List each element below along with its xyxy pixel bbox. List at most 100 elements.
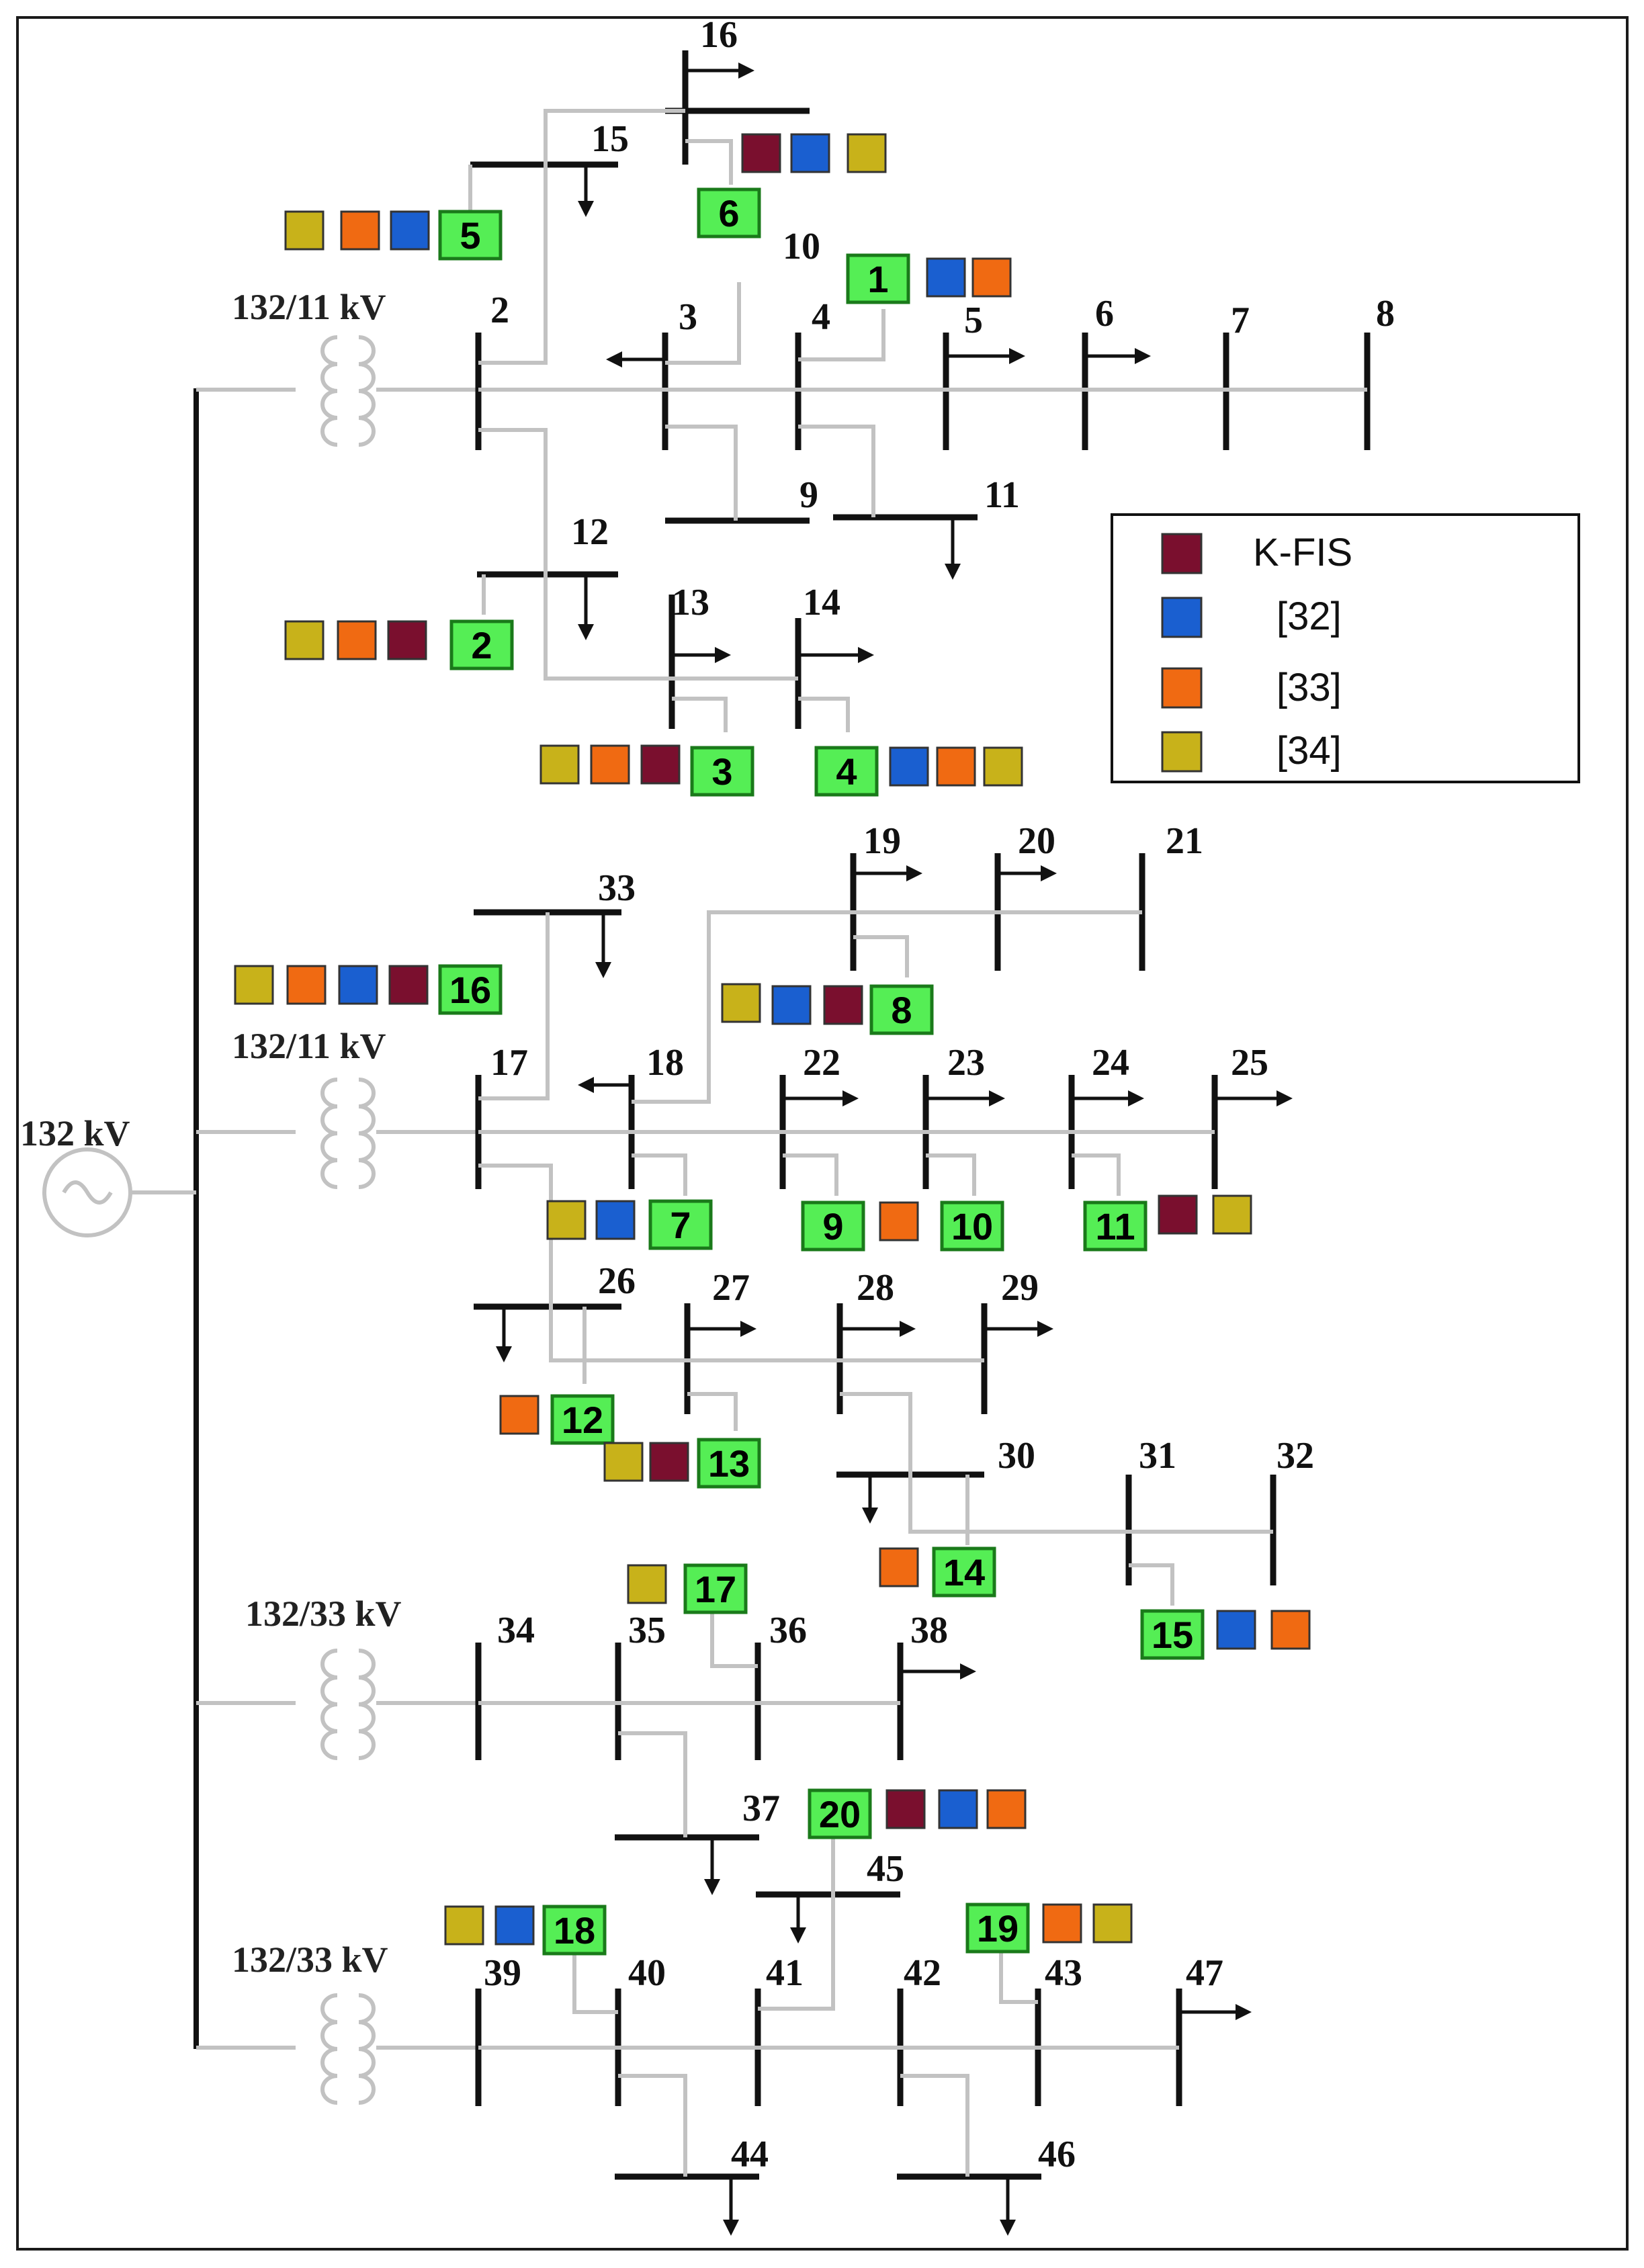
method-swatch-34 (1212, 1194, 1252, 1235)
method-swatch-32 (771, 985, 812, 1025)
bus-label: 8 (1376, 293, 1395, 335)
unit-number: 3 (711, 750, 732, 793)
generation-unit-20: 20 (808, 1788, 1027, 1839)
bus-label: 42 (904, 1952, 941, 1994)
bus-label: 17 (490, 1042, 528, 1084)
method-swatch-33 (590, 744, 630, 785)
generation-unit-4: 4 (814, 746, 1023, 797)
load-arrow-icon (1128, 1090, 1144, 1106)
bus-label: 9 (799, 474, 818, 516)
network-line (687, 1392, 738, 1431)
method-swatch-34 (234, 965, 274, 1005)
bus-label: 32 (1277, 1435, 1314, 1477)
load-arrow-icon (740, 1321, 756, 1337)
bus-label: 2 (490, 290, 509, 331)
unit-number: 1 (867, 258, 888, 300)
generation-unit-14: 14 (879, 1546, 996, 1598)
network-line (999, 1948, 1038, 2004)
unit-number: 6 (718, 192, 739, 234)
load-arrow-icon (1037, 1321, 1053, 1337)
unit-number: 10 (951, 1205, 993, 1248)
bus-label: 46 (1038, 2134, 1076, 2175)
bus-label: 30 (998, 1435, 1035, 1477)
bus-label: 3 (679, 296, 697, 338)
network-line (618, 1731, 687, 1837)
method-swatch-34 (284, 210, 325, 251)
transformer-label: 132/33 kV (245, 1594, 402, 1634)
method-swatch-33 (337, 620, 377, 660)
unit-box (449, 619, 514, 670)
generation-unit-1: 1 (846, 253, 1012, 304)
transformer-icon (320, 1649, 376, 1760)
bus-label: 29 (1001, 1267, 1039, 1309)
method-swatch-34 (444, 1905, 484, 1946)
unit-box (801, 1201, 865, 1252)
unit-number: 9 (822, 1205, 843, 1248)
legend: K-FIS [32] [33] [34] (1111, 513, 1580, 783)
network-line (572, 1948, 618, 2014)
generation-unit-17: 17 (627, 1563, 748, 1614)
transformer-coil (358, 1649, 376, 1760)
generation-unit-2: 2 (284, 619, 514, 670)
unit-box (1083, 1201, 1148, 1252)
method-swatch-34 (1092, 1903, 1133, 1944)
method-swatch-33 (1042, 1903, 1082, 1944)
unit-box (438, 964, 503, 1015)
method-swatch-34 (847, 133, 887, 173)
unit-box (550, 1394, 615, 1445)
method-swatch-34 (627, 1564, 667, 1604)
legend-label: [32] (1277, 595, 1342, 638)
generation-unit-6: 6 (697, 133, 887, 238)
network-line (798, 309, 885, 361)
unit-number: 17 (695, 1568, 736, 1610)
unit-box (690, 746, 754, 797)
network-line (478, 428, 798, 681)
transformer-coil (358, 335, 376, 447)
method-swatch-k-fis (388, 965, 429, 1005)
unit-box (683, 1563, 748, 1614)
bus-label: 19 (863, 820, 901, 862)
load-arrow-icon (945, 564, 961, 580)
load-arrow-icon (960, 1663, 976, 1680)
method-swatch-34 (721, 983, 761, 1023)
unit-number: 19 (977, 1907, 1019, 1950)
bus-label: 45 (867, 1848, 904, 1890)
network-line (1129, 1563, 1174, 1606)
legend-swatch-34 (1161, 731, 1203, 773)
method-swatch-33 (971, 257, 1012, 298)
load-arrow-icon (906, 865, 922, 881)
bus-label: 21 (1166, 820, 1203, 862)
generation-unit-5: 5 (284, 210, 503, 261)
unit-number: 8 (891, 989, 912, 1031)
unit-number: 18 (554, 1909, 595, 1952)
bus-label: 20 (1018, 820, 1055, 862)
unit-box (846, 253, 910, 304)
bus-label: 28 (857, 1267, 894, 1309)
method-swatch-32 (790, 133, 830, 173)
network-line (685, 139, 733, 185)
method-swatch-32 (595, 1200, 636, 1240)
unit-box (1140, 1609, 1205, 1660)
load-arrow-icon (496, 1346, 512, 1362)
load-arrow-icon (989, 1090, 1005, 1106)
transformer-icon (320, 1993, 376, 2105)
unit-box (697, 1438, 761, 1489)
bus-label: 40 (628, 1952, 666, 1994)
transformer-coil (320, 335, 338, 447)
load-arrow-icon (738, 62, 754, 79)
generation-unit-12: 12 (499, 1394, 615, 1445)
generation-unit-7: 7 (546, 1199, 713, 1250)
load-arrow-icon (1277, 1090, 1293, 1106)
unit-number: 12 (562, 1399, 603, 1441)
load-arrow-icon (842, 1090, 859, 1106)
unit-box (648, 1199, 713, 1250)
network-line (478, 1164, 984, 1362)
bus-label: 39 (484, 1952, 521, 1994)
generation-unit-15: 15 (1140, 1609, 1311, 1660)
bus-label: 31 (1139, 1435, 1176, 1477)
network-line (926, 1153, 976, 1196)
method-swatch-33 (936, 746, 976, 787)
method-swatch-k-fis (885, 1789, 926, 1829)
load-arrow-icon (723, 2220, 739, 2236)
network-line (478, 912, 550, 1100)
